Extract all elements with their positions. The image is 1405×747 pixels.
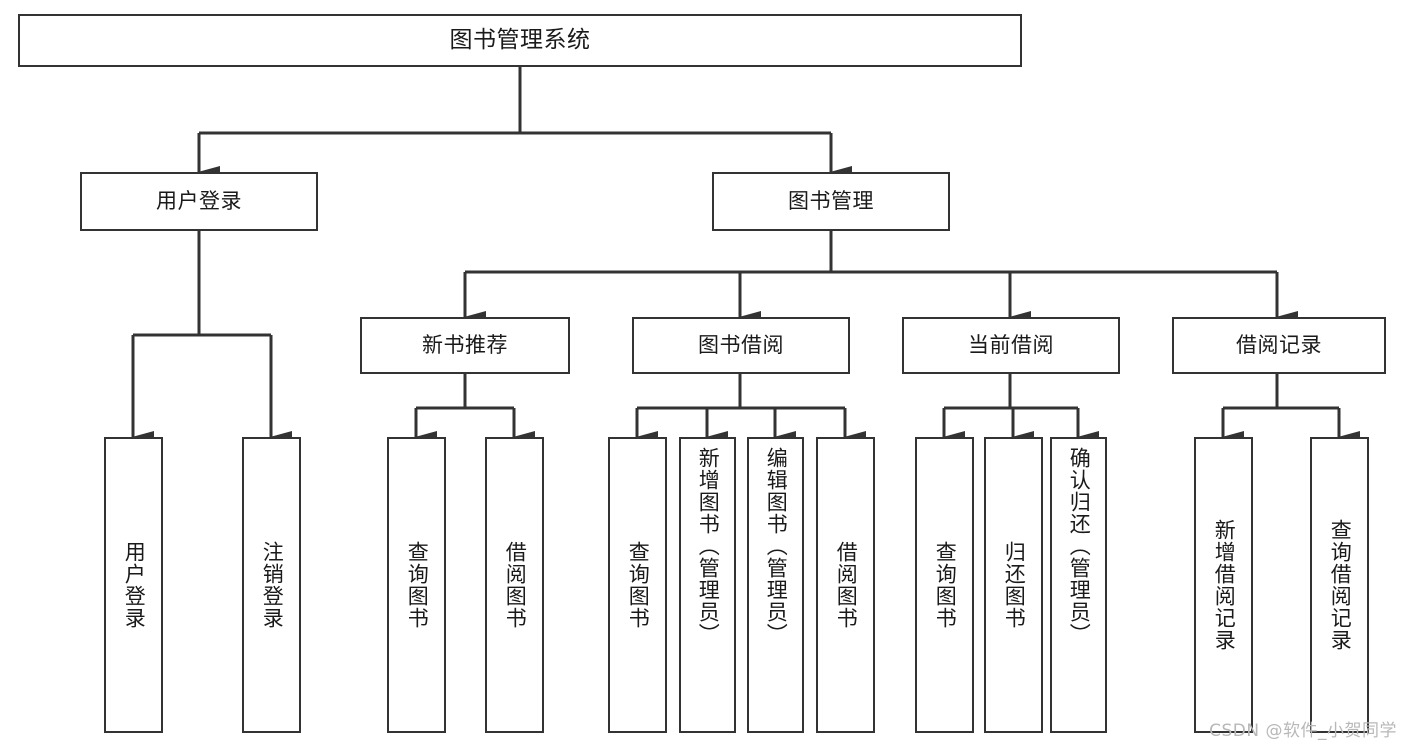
node-label: 查询图书 (933, 541, 958, 629)
node-label: 图书管理系统 (449, 26, 591, 53)
leaf-new-book-borrow[interactable]: 借阅图书 (485, 437, 544, 733)
node-new-book-recommend[interactable]: 新书推荐 (360, 317, 570, 374)
leaf-borrow-borrow-book[interactable]: 借阅图书 (816, 437, 875, 733)
node-borrow-record[interactable]: 借阅记录 (1172, 317, 1386, 374)
node-label: 归还图书 (1002, 541, 1027, 629)
node-book-borrow[interactable]: 图书借阅 (632, 317, 850, 374)
node-book-management[interactable]: 图书管理 (712, 172, 950, 231)
node-label: 用户登录 (122, 541, 147, 629)
leaf-borrow-edit-book[interactable]: 编辑图书（管理员） (747, 437, 804, 733)
node-current-borrow[interactable]: 当前借阅 (902, 317, 1120, 374)
node-label: 新书推荐 (422, 332, 508, 357)
node-label: 当前借阅 (968, 332, 1054, 357)
node-label: 新增图书（管理员） (696, 447, 721, 645)
node-label: 编辑图书（管理员） (764, 447, 789, 645)
node-label: 新增借阅记录 (1212, 519, 1237, 651)
leaf-user-login-signout[interactable]: 注销登录 (242, 437, 301, 733)
node-root-system[interactable]: 图书管理系统 (18, 14, 1022, 67)
leaf-borrow-query-book[interactable]: 查询图书 (608, 437, 667, 733)
node-label: 查询图书 (405, 541, 430, 629)
node-label: 注销登录 (260, 541, 285, 629)
node-label: 图书管理 (788, 188, 874, 213)
node-label: 查询图书 (626, 541, 651, 629)
node-label: 用户登录 (156, 188, 242, 213)
node-label: 借阅记录 (1236, 332, 1322, 357)
node-label: 借阅图书 (834, 541, 859, 629)
leaf-current-query-book[interactable]: 查询图书 (915, 437, 974, 733)
leaf-record-query[interactable]: 查询借阅记录 (1310, 437, 1369, 733)
leaf-current-return-book[interactable]: 归还图书 (984, 437, 1043, 733)
leaf-user-login-signin[interactable]: 用户登录 (104, 437, 163, 733)
leaf-new-book-query[interactable]: 查询图书 (387, 437, 446, 733)
node-label: 图书借阅 (698, 332, 784, 357)
node-label: 确认归还（管理员） (1067, 447, 1092, 645)
leaf-current-confirm-return[interactable]: 确认归还（管理员） (1050, 437, 1107, 733)
node-user-login[interactable]: 用户登录 (80, 172, 318, 231)
leaf-record-add[interactable]: 新增借阅记录 (1194, 437, 1253, 733)
leaf-borrow-add-book[interactable]: 新增图书（管理员） (679, 437, 736, 733)
node-label: 借阅图书 (503, 541, 528, 629)
node-label: 查询借阅记录 (1328, 519, 1353, 651)
